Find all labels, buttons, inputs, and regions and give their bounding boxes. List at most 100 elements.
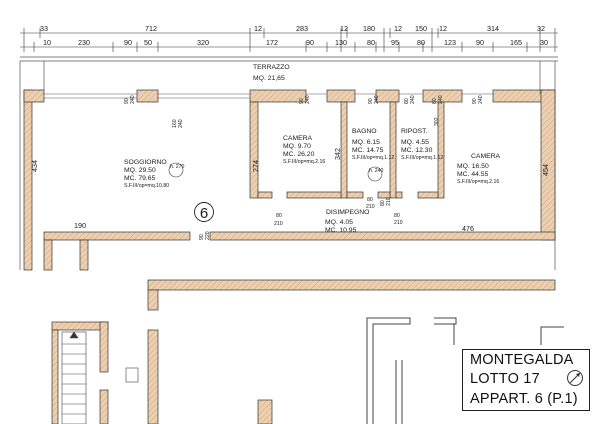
height-label: 302	[434, 117, 440, 126]
room-name: SOGGIORNO	[124, 159, 167, 166]
dim-label: 90	[124, 98, 130, 104]
door-label: 210	[366, 204, 375, 210]
corridor-dim: 476	[462, 224, 474, 233]
dim-label: 33	[40, 24, 48, 33]
dim-label: 80	[367, 38, 375, 47]
door-label: 210	[274, 221, 283, 227]
dim-label: 320	[197, 38, 209, 47]
room-sf: S.F.III/op=mq.2.16	[457, 179, 499, 185]
dim-label: 12	[254, 24, 262, 33]
dim-label: 90	[124, 38, 132, 47]
window-lines	[44, 90, 541, 99]
door-label: 80	[276, 213, 282, 219]
room-mq: MQ. 16.50	[457, 163, 489, 170]
title-block: MONTEGALDA LOTTO 17 APPART. 6 (P.1)	[462, 349, 590, 411]
door-label: 80	[367, 197, 373, 203]
title-line-1: MONTEGALDA	[470, 352, 574, 368]
dim-label: 123	[444, 38, 456, 47]
dim-label: 95	[391, 38, 399, 47]
room-mc: MC. 79.65	[124, 175, 156, 182]
corridor-dim: 190	[74, 221, 86, 230]
room-bagno: BAGNO MQ. 6.15 MC. 14.75 S.F.III/op=mq.1…	[352, 128, 394, 182]
dim-label: 160	[172, 119, 178, 128]
height-label: 434	[30, 160, 39, 172]
dim-label: 240	[178, 119, 184, 128]
dim-label: 12	[340, 24, 348, 33]
dim-label: 240	[130, 95, 136, 104]
room-mc: MC. 14.75	[352, 147, 384, 154]
top-dimension-labels-row2: 10 230 90 50 320 172 90 130 80 95 80 123…	[43, 38, 548, 47]
dim-label: 90	[476, 38, 484, 47]
height-label: 454	[541, 164, 550, 176]
room-sf: S.F.III/op=mq.2.16	[283, 159, 325, 165]
dim-label: 240	[438, 95, 444, 104]
staircase	[61, 331, 139, 424]
dim-label: 90	[306, 38, 314, 47]
room-mq: MQ. 29.50	[124, 167, 156, 174]
door-label: 210	[386, 197, 392, 206]
height-label: 274	[251, 160, 260, 172]
room-name: CAMERA	[283, 135, 313, 142]
title-line-2: LOTTO 17	[470, 371, 540, 387]
door-label: 210	[394, 220, 403, 226]
room-mc: MC. 10.95	[325, 227, 357, 234]
height-label: 342	[333, 148, 342, 160]
room-mc: MC. 12.30	[401, 147, 433, 154]
room-name: RIPOST.	[401, 128, 428, 135]
room-camera-1: CAMERA MQ. 9.70 MC. 26.20 S.F.III/op=mq.…	[283, 135, 325, 165]
dim-label: 30	[540, 38, 548, 47]
dim-label: 314	[487, 24, 499, 33]
title-line-3: APPART. 6 (P.1)	[470, 391, 578, 407]
door-label: 80	[380, 200, 386, 206]
dim-label: 90	[472, 98, 478, 104]
height-marker-label: h. 240	[369, 168, 384, 174]
dim-label: 50	[144, 38, 152, 47]
dim-label: 172	[266, 38, 278, 47]
dim-label: 80	[432, 98, 438, 104]
top-dimension-labels-row1: 33 712 12 283 12 180 12 150 12 314 32	[40, 24, 545, 33]
dim-label: 230	[78, 38, 90, 47]
dim-label: 240	[410, 95, 416, 104]
room-name: CAMERA	[471, 153, 501, 160]
room-sf: S.F.III/op=mq.1.12	[401, 155, 443, 161]
dim-label: 80	[404, 98, 410, 104]
dim-label: 283	[296, 24, 308, 33]
dim-label: 180	[363, 24, 375, 33]
dim-label: 240	[478, 95, 484, 104]
unit-number-circle	[194, 202, 214, 222]
dim-label: 12	[439, 24, 447, 33]
room-name: BAGNO	[352, 128, 377, 135]
room-mc: MC. 26.20	[283, 151, 315, 158]
room-mq: MQ. 4.05	[325, 219, 353, 226]
walls	[23, 89, 556, 424]
height-marker	[168, 162, 184, 178]
dim-label: 32	[537, 24, 545, 33]
room-sf: S.F.III/op=mq.1.12	[352, 155, 394, 161]
terrace-area: MQ. 21,65	[253, 75, 285, 82]
dim-label: 240	[374, 95, 380, 104]
room-ripostiglio: RIPOST. MQ. 4.55 MC. 12.30 S.F.III/op=mq…	[401, 128, 443, 161]
room-sf: S.F.III/op=mq.10.80	[124, 183, 169, 189]
unit-number: 6	[200, 205, 208, 222]
dim-label: 80	[417, 38, 425, 47]
room-name: DISIMPEGNO	[326, 209, 369, 216]
room-camera-2: CAMERA MQ. 16.50 MC. 44.55 S.F.III/op=mq…	[457, 153, 501, 185]
room-mq: MQ. 6.15	[352, 139, 380, 146]
dim-label: 90	[299, 98, 305, 104]
room-mq: MQ. 9.70	[283, 143, 311, 150]
lower-building-outlines	[366, 317, 564, 424]
top-dimension-lines	[20, 28, 558, 52]
dim-label: 240	[305, 95, 311, 104]
room-mc: MC. 44.55	[457, 171, 489, 178]
door-label: 90	[199, 234, 205, 240]
door-label: 80	[394, 213, 400, 219]
dim-label: 130	[335, 38, 347, 47]
dim-label: 165	[510, 38, 522, 47]
compass-icon	[567, 370, 583, 386]
terrace-name: TERRAZZO	[253, 64, 290, 71]
height-marker	[367, 166, 383, 182]
dim-label: 712	[145, 24, 157, 33]
dim-label: 12	[394, 24, 402, 33]
dim-label: 10	[43, 38, 51, 47]
height-marker-label: h. 270	[170, 164, 185, 170]
